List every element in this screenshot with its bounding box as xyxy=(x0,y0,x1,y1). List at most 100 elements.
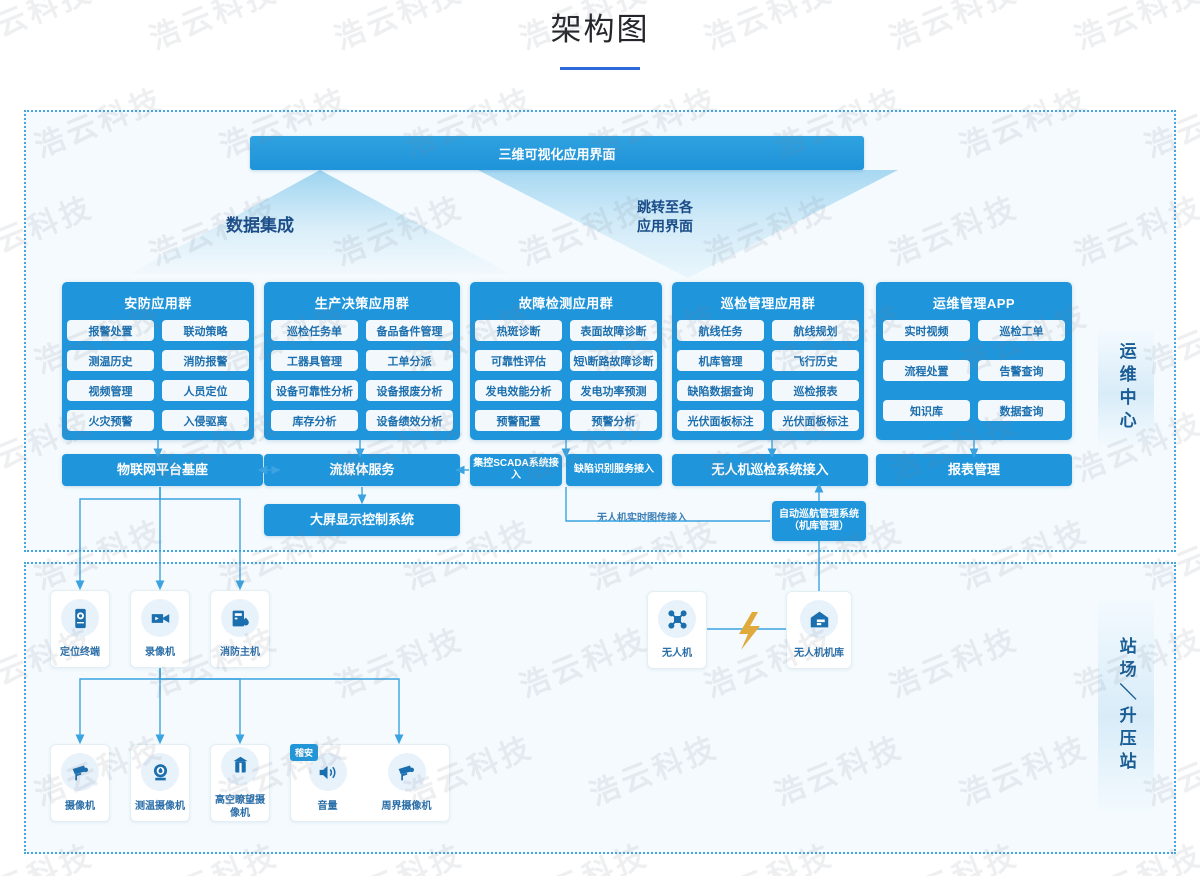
platform-box-4[interactable]: 缺陷识别服务接入 xyxy=(566,454,662,486)
app-chip[interactable]: 巡检报表 xyxy=(772,380,859,401)
group-card-badge: 稽安 xyxy=(290,744,319,761)
app-group-3: 故障检测应用群热斑诊断表面故障诊断可靠性评估短\断路故障诊断发电效能分析发电功率… xyxy=(470,282,662,440)
app-chip[interactable]: 火灾预警 xyxy=(67,410,154,431)
device-card-top[interactable]: 录像机 xyxy=(130,590,190,668)
app-chip[interactable]: 飞行历史 xyxy=(772,350,859,371)
funnel-label-jump-line1: 跳转至各 xyxy=(637,199,693,215)
edge-label-uav-realtime-video: 无人机实时图传接入 xyxy=(597,513,687,524)
app-chip[interactable]: 入侵驱离 xyxy=(162,410,249,431)
app-chip[interactable]: 预警配置 xyxy=(475,410,562,431)
app-chip[interactable]: 报警处置 xyxy=(67,320,154,341)
device-caption: 高空瞭望摄像机 xyxy=(215,794,265,819)
app-chip[interactable]: 知识库 xyxy=(883,400,970,421)
platform-box-5[interactable]: 无人机巡检系统接入 xyxy=(672,454,868,486)
device-caption: 周界摄像机 xyxy=(381,801,432,812)
app-chip[interactable]: 巡检任务单 xyxy=(271,320,358,341)
app-chip[interactable]: 巡检工单 xyxy=(978,320,1065,341)
camera-icon xyxy=(61,753,99,791)
device-card-top[interactable]: 定位终端 xyxy=(50,590,110,668)
app-chip[interactable]: 设备绩效分析 xyxy=(366,410,453,431)
device-card-uav[interactable]: 无人机 xyxy=(647,591,707,669)
device-card-group-security[interactable]: 稽安音量 周界摄像机 xyxy=(290,744,450,822)
app-chip[interactable]: 告警查询 xyxy=(978,360,1065,381)
drone-hangar-icon xyxy=(800,600,838,638)
region-label-operations-center: 运维中心 xyxy=(1098,330,1154,446)
video-recorder-icon xyxy=(141,599,179,637)
app-chip[interactable]: 工单分派 xyxy=(366,350,453,371)
app-chip[interactable]: 联动策略 xyxy=(162,320,249,341)
app-chip[interactable]: 视频管理 xyxy=(67,380,154,401)
platform-box-2[interactable]: 流媒体服务 xyxy=(264,454,460,486)
page-title: 架构图 xyxy=(550,12,650,47)
nav-box-line1: 自动巡航管理系统 xyxy=(779,508,859,520)
app-chip[interactable]: 人员定位 xyxy=(162,380,249,401)
app-chip[interactable]: 设备可靠性分析 xyxy=(271,380,358,401)
high-lookout-camera-icon xyxy=(221,746,259,785)
box-auto-navigation-system[interactable]: 自动巡航管理系统 （机库管理） xyxy=(772,501,866,541)
app-chip[interactable]: 发电效能分析 xyxy=(475,380,562,401)
app-chip[interactable]: 库存分析 xyxy=(271,410,358,431)
app-chip[interactable]: 消防报警 xyxy=(162,350,249,371)
app-group-chip-list: 报警处置联动策略测温历史消防报警视频管理人员定位火灾预警入侵驱离 xyxy=(62,320,254,440)
perimeter-camera-icon xyxy=(387,753,426,791)
platform-box-1[interactable]: 物联网平台基座 xyxy=(62,454,263,486)
app-group-chip-list: 航线任务航线规划机库管理飞行历史缺陷数据查询巡检报表光伏面板标注光伏面板标注 xyxy=(672,320,864,440)
app-chip[interactable]: 数据查询 xyxy=(978,400,1065,421)
device-caption: 定位终端 xyxy=(60,647,100,658)
app-chip[interactable]: 设备报废分析 xyxy=(366,380,453,401)
device-subcard[interactable]: 音量 xyxy=(308,753,347,813)
drone-icon xyxy=(658,600,696,638)
app-group-title: 故障检测应用群 xyxy=(518,296,614,311)
title-underline xyxy=(560,67,640,70)
app-group-chip-list: 巡检任务单备品备件管理工器具管理工单分派设备可靠性分析设备报废分析库存分析设备绩… xyxy=(264,320,460,440)
fire-control-host-icon xyxy=(221,599,259,637)
funnel-label-jump: 跳转至各 应用界面 xyxy=(600,198,730,236)
device-caption: 音量 xyxy=(317,801,338,812)
device-card-bottom[interactable]: 测温摄像机 xyxy=(130,744,190,822)
app-chip[interactable]: 预警分析 xyxy=(570,410,657,431)
platform-box-3[interactable]: 集控SCADA系统接入 xyxy=(470,454,562,486)
device-card-top[interactable]: 消防主机 xyxy=(210,590,270,668)
app-chip[interactable]: 实时视频 xyxy=(883,320,970,341)
app-group-title: 运维管理APP xyxy=(932,296,1016,311)
app-group-title: 安防应用群 xyxy=(124,296,192,311)
app-group-title: 生产决策应用群 xyxy=(314,296,410,311)
app-chip[interactable]: 航线任务 xyxy=(677,320,764,341)
app-chip[interactable]: 流程处置 xyxy=(883,360,970,381)
device-caption: 测温摄像机 xyxy=(135,801,185,812)
nav-box-line2: （机库管理） xyxy=(789,521,849,532)
device-caption: 消防主机 xyxy=(220,647,260,658)
device-caption: 录像机 xyxy=(145,647,175,658)
page-header: 架构图 xyxy=(0,4,1200,70)
device-subcard[interactable]: 周界摄像机 xyxy=(382,753,432,813)
app-chip[interactable]: 表面故障诊断 xyxy=(570,320,657,341)
box-large-screen-control[interactable]: 大屏显示控制系统 xyxy=(264,504,460,536)
platform-box-6[interactable]: 报表管理 xyxy=(876,454,1072,486)
device-card-bottom[interactable]: 摄像机 xyxy=(50,744,110,822)
region-site-substation xyxy=(24,562,1176,854)
app-chip[interactable]: 光伏面板标注 xyxy=(677,410,764,431)
device-card-uav[interactable]: 无人机机库 xyxy=(786,591,852,669)
app-chip[interactable]: 短\断路故障诊断 xyxy=(570,350,657,371)
device-caption: 无人机 xyxy=(662,648,692,659)
app-chip[interactable]: 工器具管理 xyxy=(271,350,358,371)
app-chip[interactable]: 航线规划 xyxy=(772,320,859,341)
app-group-chip-list: 热斑诊断表面故障诊断可靠性评估短\断路故障诊断发电效能分析发电功率预测预警配置预… xyxy=(470,320,662,440)
app-chip[interactable]: 可靠性评估 xyxy=(475,350,562,371)
app-chip[interactable]: 光伏面板标注 xyxy=(772,410,859,431)
app-chip[interactable]: 机库管理 xyxy=(677,350,764,371)
app-chip[interactable]: 热斑诊断 xyxy=(475,320,562,341)
app-group-1: 安防应用群报警处置联动策略测温历史消防报警视频管理人员定位火灾预警入侵驱离 xyxy=(62,282,254,440)
device-card-bottom[interactable]: 高空瞭望摄像机 xyxy=(210,744,270,822)
app-group-4: 巡检管理应用群航线任务航线规划机库管理飞行历史缺陷数据查询巡检报表光伏面板标注光… xyxy=(672,282,864,440)
device-caption: 摄像机 xyxy=(65,801,95,812)
app-chip[interactable]: 备品备件管理 xyxy=(366,320,453,341)
app-chip[interactable]: 测温历史 xyxy=(67,350,154,371)
top-bar-3d-visual-interface[interactable]: 三维可视化应用界面 xyxy=(250,136,864,170)
region-label-site: 站场＼升压站 xyxy=(1098,600,1154,812)
app-chip[interactable]: 发电功率预测 xyxy=(570,380,657,401)
device-caption: 无人机机库 xyxy=(794,648,844,659)
funnel-label-data-integration: 数据集成 xyxy=(226,216,294,235)
app-chip[interactable]: 缺陷数据查询 xyxy=(677,380,764,401)
location-terminal-icon xyxy=(61,599,99,637)
